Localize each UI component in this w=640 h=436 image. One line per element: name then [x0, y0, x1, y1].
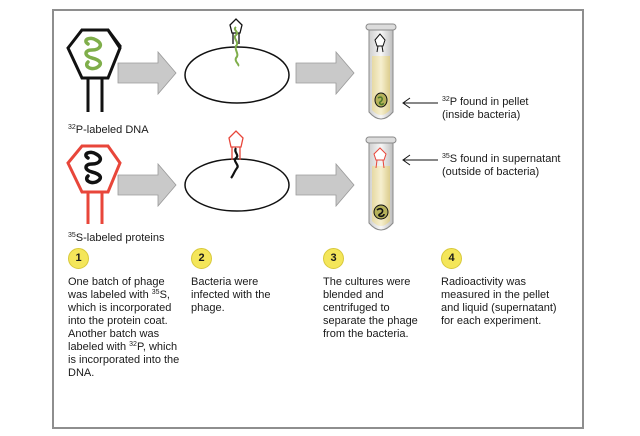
process-arrow-3 — [117, 162, 177, 208]
step-3-text: The cultures were blended and centrifuge… — [323, 276, 418, 340]
protein-label: 35S-labeled proteins — [68, 232, 165, 244]
process-arrow-1 — [117, 50, 177, 96]
supernatant-result: 35S found in supernatant (outside of bac… — [442, 153, 561, 178]
step-4-badge: 4 — [441, 248, 462, 269]
process-arrow-4 — [295, 162, 355, 208]
step-1-text: One batch of phage was labeled with 35S,… — [68, 276, 180, 379]
step-1-badge: 1 — [68, 248, 89, 269]
centrifuge-tube-supernatant — [365, 136, 397, 231]
dna-labeled-phage — [66, 28, 122, 112]
bacterium-with-dna-phage — [184, 18, 290, 104]
protein-labeled-phage — [66, 144, 122, 224]
centrifuge-tube-pellet — [365, 23, 397, 120]
step-4-text: Radioactivity was measured in the pellet… — [441, 276, 557, 327]
bacterium-with-protein-phage — [184, 130, 290, 212]
result-pointer-arrow-2 — [402, 154, 438, 166]
dna-label: 32P-labeled DNA — [68, 124, 149, 136]
step-2-text: Bacteria were infected with the phage. — [191, 276, 271, 314]
step-3-badge: 3 — [323, 248, 344, 269]
result-pointer-arrow-1 — [402, 97, 438, 109]
process-arrow-2 — [295, 50, 355, 96]
step-2-badge: 2 — [191, 248, 212, 269]
pellet-result: 32P found in pellet (inside bacteria) — [442, 96, 529, 121]
